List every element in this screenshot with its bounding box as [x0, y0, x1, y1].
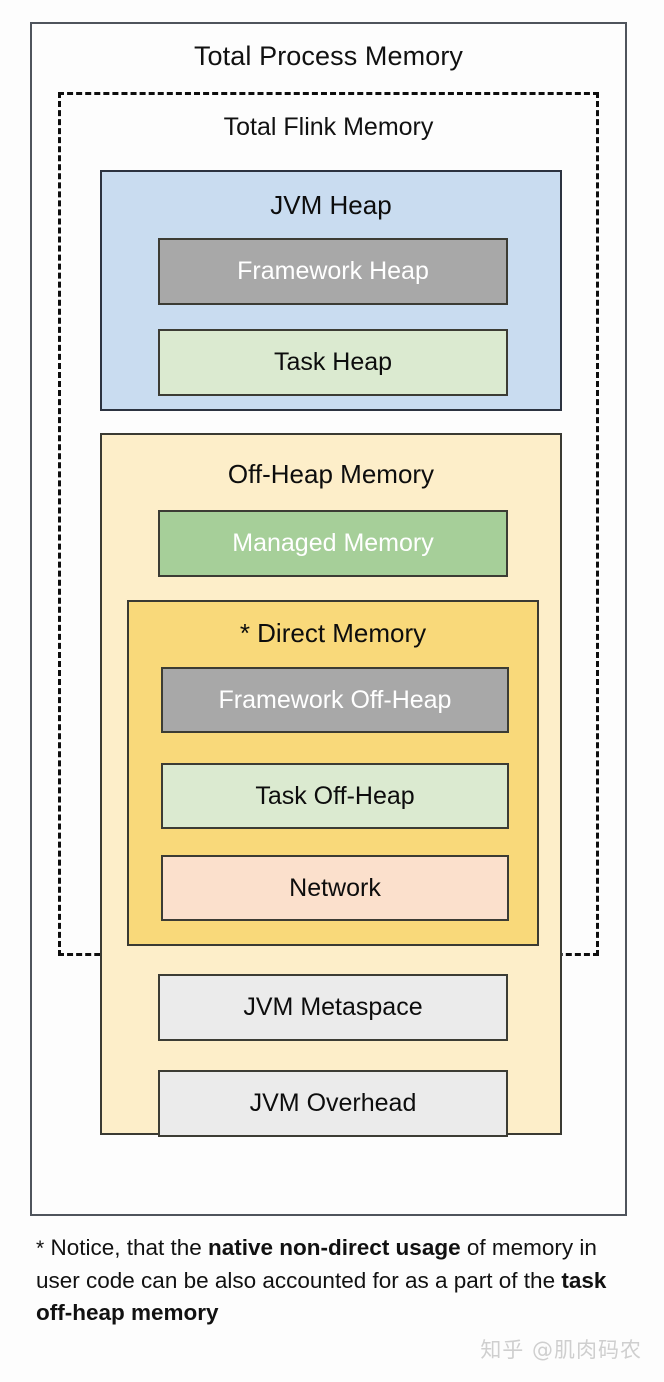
task-heap-bar: Task Heap	[158, 329, 508, 396]
framework-heap-bar: Framework Heap	[158, 238, 508, 305]
footnote-star: *	[36, 1237, 45, 1260]
managed-memory-bar: Managed Memory	[158, 510, 508, 577]
jvm-heap-box: JVM Heap Framework Heap Task Heap	[100, 170, 562, 411]
jvm-heap-label: JVM Heap	[270, 190, 392, 220]
framework-heap-label: Framework Heap	[237, 257, 429, 285]
footnote-part2: of memory in user code can be also accou…	[36, 1235, 597, 1293]
jvm-metaspace-bar: JVM Metaspace	[158, 974, 508, 1041]
jvm-metaspace-label: JVM Metaspace	[243, 993, 423, 1021]
total-process-memory-label: Total Process Memory	[193, 41, 464, 71]
framework-off-heap-label: Framework Off-Heap	[218, 685, 452, 714]
footnote-part1: Notice, that the	[44, 1235, 209, 1260]
total-flink-memory-label: Total Flink Memory	[223, 113, 434, 141]
task-heap-label: Task Heap	[273, 348, 393, 376]
footnote-bold2: task off-heap memory	[36, 1267, 607, 1326]
framework-off-heap-bar: Framework Off-Heap	[161, 667, 509, 733]
managed-memory-label: Managed Memory	[232, 529, 434, 557]
jvm-overhead-bar: JVM Overhead	[158, 1070, 508, 1137]
footnote: * Notice, that the native non-direct usa…	[36, 1232, 636, 1330]
watermark: 知乎 @肌肉码农	[480, 1338, 642, 1362]
task-off-heap-label: Task Off-Heap	[255, 781, 415, 810]
task-off-heap-bar: Task Off-Heap	[161, 763, 509, 829]
network-bar: Network	[161, 855, 509, 921]
direct-memory-label: * Direct Memory	[239, 618, 427, 648]
off-heap-memory-label: Off-Heap Memory	[227, 459, 435, 489]
network-label: Network	[289, 873, 381, 902]
direct-memory-box: * Direct Memory Framework Off-Heap Task …	[127, 600, 539, 946]
off-heap-memory-box: Off-Heap Memory Managed Memory * Direct …	[100, 433, 562, 1137]
footnote-bold1: native non-direct usage	[208, 1235, 461, 1260]
jvm-overhead-label: JVM Overhead	[249, 1089, 417, 1117]
